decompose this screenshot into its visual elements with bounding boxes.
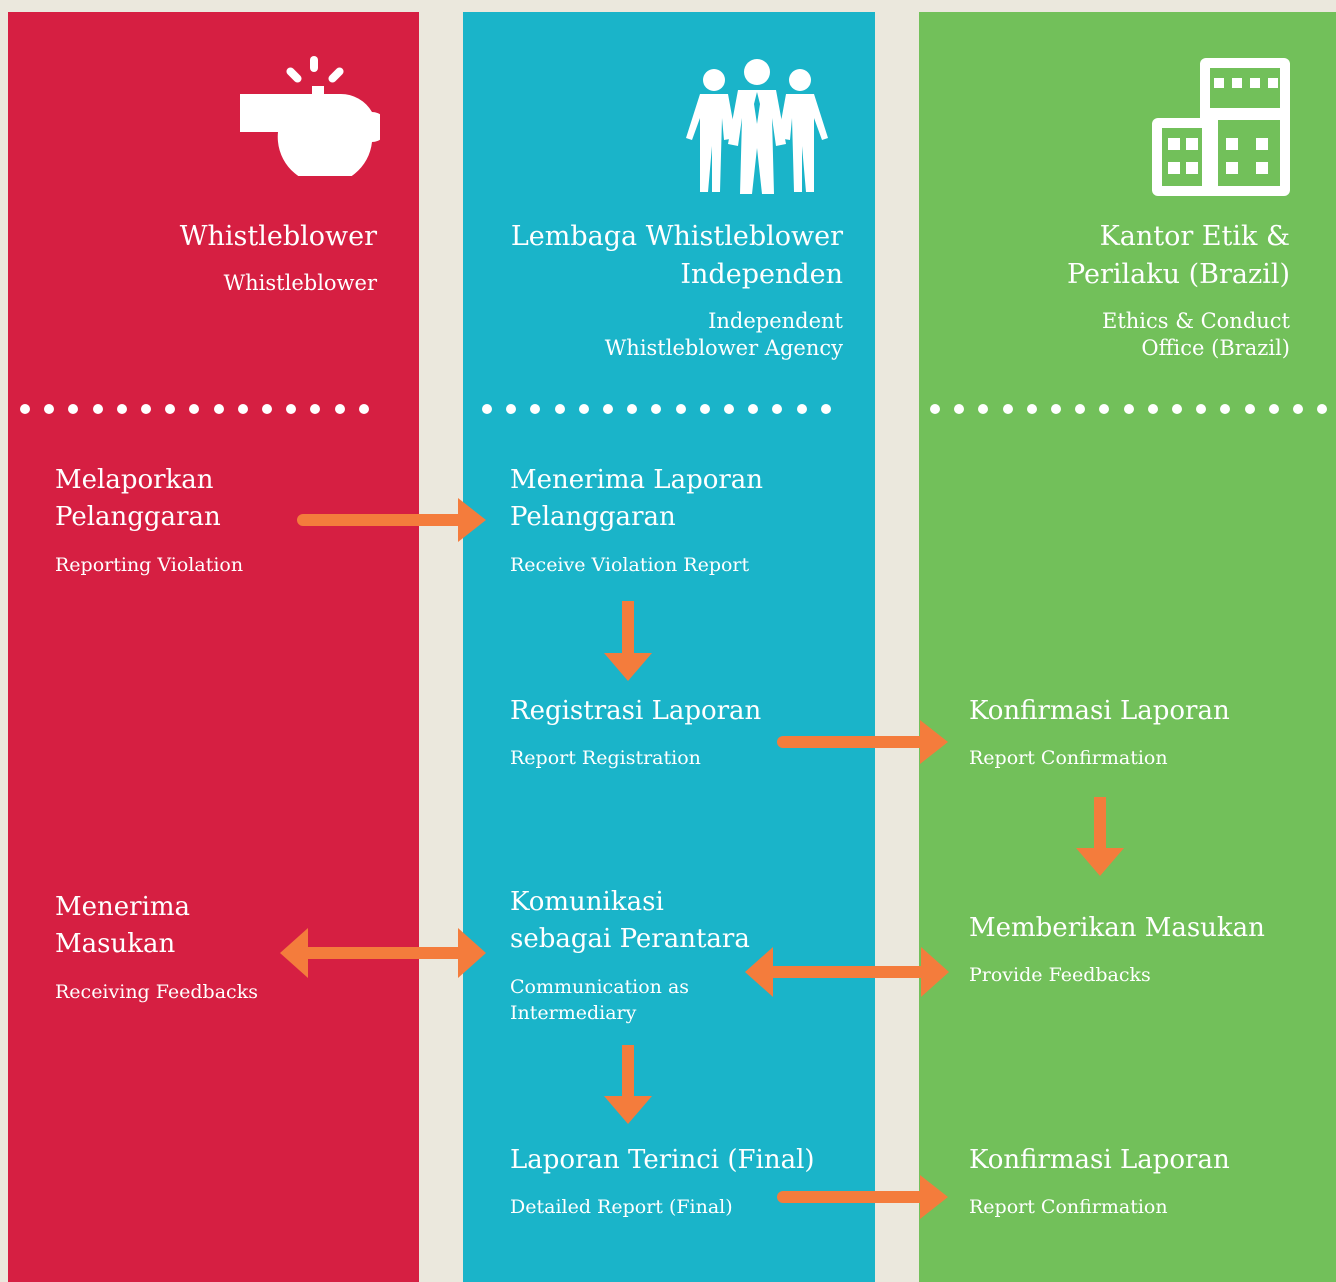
separator-dot xyxy=(1026,404,1037,414)
separator-dot xyxy=(796,404,807,414)
step-title-receive-violation-report: Menerima Laporan Pelanggaran xyxy=(510,465,764,532)
separator-dot xyxy=(237,404,248,414)
separator-dot xyxy=(358,404,369,414)
step-subtitle-report-confirmation-final: Report Confirmation xyxy=(969,1196,1168,1218)
step-subtitle-communication-intermediary: Communication as Intermediary xyxy=(510,976,690,1024)
agency-column xyxy=(463,12,875,1282)
separator-dot xyxy=(213,404,224,414)
separator-dot xyxy=(724,404,734,414)
separator-dot xyxy=(978,404,989,414)
separator-dot xyxy=(1002,404,1013,414)
separator-dot xyxy=(603,404,613,414)
step-title-provide-feedbacks: Memberikan Masukan xyxy=(969,913,1265,943)
separator-dot xyxy=(1051,404,1061,414)
separator-dot xyxy=(141,404,151,414)
step-title-communication-intermediary: Komunikasi sebagai Perantara xyxy=(510,887,750,954)
whistleblower-header-subtitle: Whistleblower xyxy=(223,271,377,295)
step-title-report-confirmation-final: Konfirmasi Laporan xyxy=(969,1145,1230,1175)
separator-dot xyxy=(334,404,345,414)
step-subtitle-report-confirmation: Report Confirmation xyxy=(969,747,1168,769)
office-building-icon xyxy=(1152,58,1290,196)
step-subtitle-report-registration: Report Registration xyxy=(510,747,701,769)
separator-dot xyxy=(262,404,272,414)
separator-dot xyxy=(930,404,940,414)
separator-dot xyxy=(1196,404,1207,414)
separator-dot xyxy=(627,404,638,414)
separator-dot xyxy=(68,404,79,414)
separator-dot xyxy=(699,404,710,414)
separator-dot xyxy=(578,404,589,414)
separator-dot xyxy=(651,404,662,414)
separator-dot xyxy=(1123,404,1134,414)
ethics-office-header-subtitle: Ethics & Conduct Office (Brazil) xyxy=(1102,309,1290,360)
step-subtitle-provide-feedbacks: Provide Feedbacks xyxy=(969,964,1151,986)
separator-dot xyxy=(20,404,30,414)
step-title-receiving-feedbacks: Menerima Masukan xyxy=(55,892,191,959)
separator-dot xyxy=(1244,404,1255,414)
ethics-office-header-title: Kantor Etik & Perilaku (Brazil) xyxy=(1067,221,1290,290)
step-title-report-confirmation: Konfirmasi Laporan xyxy=(969,696,1230,726)
separator-dot xyxy=(1268,404,1279,414)
separator-dot xyxy=(530,404,541,414)
separator-dot xyxy=(1147,404,1158,414)
agency-header-title: Lembaga Whistleblower Independen xyxy=(510,221,843,290)
separator-dot xyxy=(286,404,297,414)
separator-dot xyxy=(482,404,492,414)
separator-dot xyxy=(1075,404,1086,414)
separator-dot xyxy=(820,404,831,414)
step-subtitle-receive-violation-report: Receive Violation Report xyxy=(510,554,750,576)
agency-header-subtitle: Independent Whistleblower Agency xyxy=(604,309,843,360)
separator-dot xyxy=(772,404,783,414)
separator-dot xyxy=(165,404,176,414)
step-subtitle-receiving-feedbacks: Receiving Feedbacks xyxy=(55,981,258,1003)
separator-dot xyxy=(1172,404,1182,414)
separator-dot xyxy=(92,404,103,414)
separator-dot xyxy=(1220,404,1231,414)
separator-dot xyxy=(506,404,517,414)
step-subtitle-detailed-report: Detailed Report (Final) xyxy=(510,1196,733,1218)
whistleblower-column xyxy=(8,12,419,1282)
separator-dot xyxy=(954,404,965,414)
step-title-detailed-report: Laporan Terinci (Final) xyxy=(510,1145,815,1175)
separator-dot xyxy=(1099,404,1110,414)
separator-dot xyxy=(1293,404,1303,414)
whistleblower-header-title: Whistleblower xyxy=(179,221,377,252)
ethics-office-column xyxy=(919,12,1336,1282)
people-group-icon xyxy=(686,59,828,194)
separator-dot xyxy=(748,404,759,414)
step-title-report-registration: Registrasi Laporan xyxy=(510,696,762,726)
separator-dot xyxy=(554,404,565,414)
separator-dot xyxy=(44,404,55,414)
whistle-icon xyxy=(240,56,380,176)
step-subtitle-reporting-violation: Reporting Violation xyxy=(55,554,244,576)
separator-dot xyxy=(1317,404,1328,414)
separator-dot xyxy=(116,404,127,414)
step-title-reporting-violation: Melaporkan Pelanggaran xyxy=(55,465,221,532)
separator-dot xyxy=(189,404,200,414)
separator-dot xyxy=(675,404,686,414)
separator-dot xyxy=(310,404,321,414)
